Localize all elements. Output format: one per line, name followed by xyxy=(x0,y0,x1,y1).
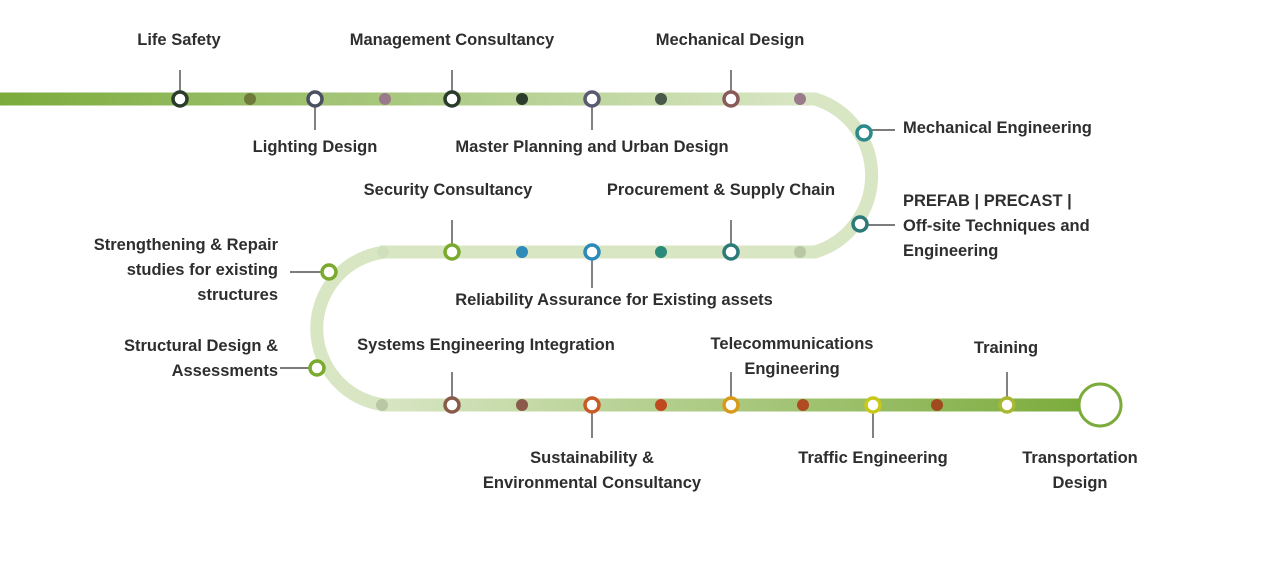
label-telecommunications: Telecommunications Engineering xyxy=(711,332,874,382)
label-line: Master Planning and Urban Design xyxy=(455,138,729,156)
track-dot xyxy=(516,399,528,411)
label-line: Assessments xyxy=(171,362,278,380)
label-mechanical-engineering: Mechanical Engineering xyxy=(903,116,1092,141)
label-management-consultancy: Management Consultancy xyxy=(350,28,554,53)
station-structural-design xyxy=(308,359,326,377)
track-dot xyxy=(376,399,388,411)
track-curve-left xyxy=(310,245,386,412)
label-security-consultancy: Security Consultancy xyxy=(364,178,533,203)
label-line: structures xyxy=(197,286,278,304)
station-traffic-engineering xyxy=(864,396,882,414)
label-training: Training xyxy=(974,336,1038,361)
track-dot xyxy=(244,93,256,105)
label-line: Transportation xyxy=(1022,449,1138,467)
label-line: Reliability Assurance for Existing asset… xyxy=(455,291,773,309)
label-strengthening-repair: Strengthening & Repair studies for exist… xyxy=(94,233,278,308)
label-life-safety: Life Safety xyxy=(137,28,220,53)
label-line: studies for existing xyxy=(126,261,278,279)
station-prefab-precast xyxy=(851,215,869,233)
label-line: Management Consultancy xyxy=(349,31,555,49)
station-security-consultancy xyxy=(443,243,461,261)
station-master-planning xyxy=(583,90,601,108)
label-structural-design: Structural Design & Assessments xyxy=(124,334,278,384)
station-procurement xyxy=(722,243,740,261)
station-life-safety xyxy=(171,90,189,108)
label-line: Procurement & Supply Chain xyxy=(606,181,836,199)
terminus-circle xyxy=(1077,382,1123,428)
track-dot xyxy=(655,246,667,258)
track-dot xyxy=(655,93,667,105)
label-systems-engineering: Systems Engineering Integration xyxy=(357,333,615,358)
label-transportation-design: Transportation Design xyxy=(1022,446,1138,496)
label-line: Security Consultancy xyxy=(363,181,533,199)
station-systems-engineering xyxy=(443,396,461,414)
label-line: PREFAB | PRECAST | xyxy=(903,192,1072,210)
track-curve-right xyxy=(800,92,879,259)
track-dot xyxy=(655,399,667,411)
label-line: Engineering xyxy=(744,360,840,378)
label-line: Lighting Design xyxy=(252,138,378,156)
label-line: Engineering xyxy=(903,242,999,260)
track-dot xyxy=(516,246,528,258)
label-prefab-precast: PREFAB | PRECAST | Off-site Techniques a… xyxy=(903,189,1090,264)
station-mechanical-design xyxy=(722,90,740,108)
label-line: Traffic Engineering xyxy=(798,449,948,467)
label-line: Systems Engineering Integration xyxy=(357,336,615,354)
label-procurement: Procurement & Supply Chain xyxy=(607,178,835,203)
label-line: Life Safety xyxy=(137,31,221,49)
track-dot xyxy=(377,246,389,258)
label-line: Environmental Consultancy xyxy=(482,474,702,492)
label-line: Telecommunications xyxy=(710,335,874,353)
track-dot xyxy=(516,93,528,105)
track-dot xyxy=(379,93,391,105)
track-dot xyxy=(931,399,943,411)
label-line: Design xyxy=(1052,474,1108,492)
label-line: Strengthening & Repair xyxy=(93,236,278,254)
track-dot xyxy=(794,246,806,258)
label-line: Off-site Techniques and xyxy=(903,217,1090,235)
station-lighting-design xyxy=(306,90,324,108)
label-line: Sustainability & xyxy=(530,449,654,467)
label-traffic-engineering: Traffic Engineering xyxy=(798,446,947,471)
label-line: Mechanical Design xyxy=(655,31,805,49)
station-sustainability xyxy=(583,396,601,414)
track-dot xyxy=(797,399,809,411)
label-sustainability: Sustainability & Environmental Consultan… xyxy=(483,446,701,496)
label-line: Structural Design & xyxy=(123,337,278,355)
station-strengthening-repair xyxy=(320,263,338,281)
track-dot xyxy=(794,93,806,105)
label-line: Mechanical Engineering xyxy=(903,119,1092,137)
station-reliability-assurance xyxy=(583,243,601,261)
label-mechanical-design: Mechanical Design xyxy=(656,28,805,53)
label-master-planning: Master Planning and Urban Design xyxy=(455,135,728,160)
label-line: Training xyxy=(973,339,1039,357)
station-telecommunications xyxy=(722,396,740,414)
station-management-consultancy xyxy=(443,90,461,108)
station-training xyxy=(998,396,1016,414)
label-lighting-design: Lighting Design xyxy=(253,135,378,160)
label-reliability-assurance: Reliability Assurance for Existing asset… xyxy=(455,288,773,313)
station-mechanical-engineering xyxy=(855,124,873,142)
